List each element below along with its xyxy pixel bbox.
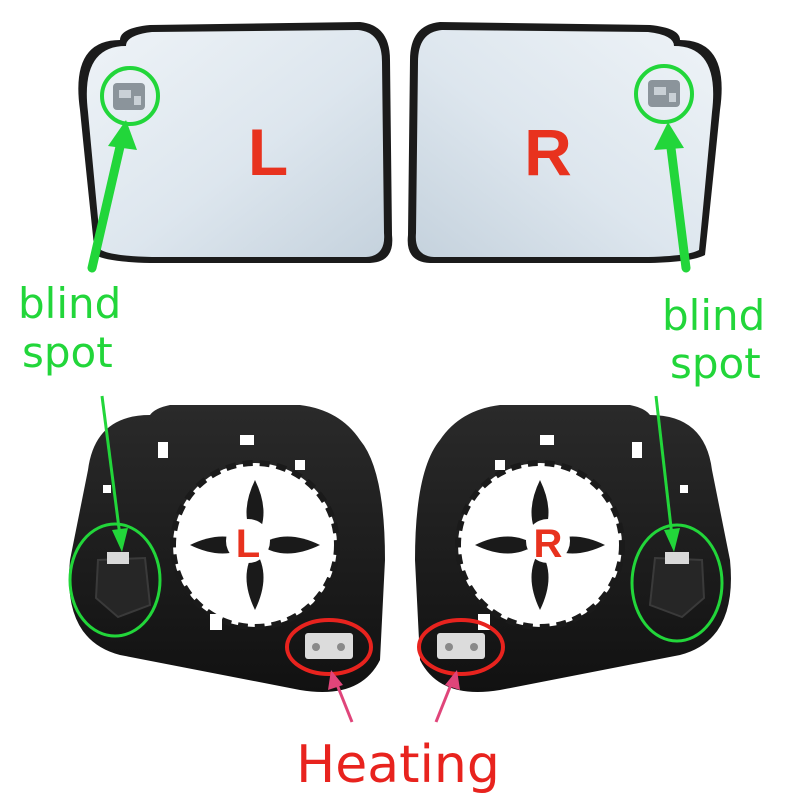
blind-spot-module-highlight [68,522,162,638]
connector-terminal-icon [437,633,485,659]
blind-spot-arrow-left [87,120,137,273]
heating-highlight-right [417,618,505,676]
right-mirror-backplate: R [415,405,731,692]
left-letter: L [248,115,288,189]
blind-spot-label-left-line2: spot [22,328,113,377]
blind-spot-module [94,552,152,619]
blind-spot-module-highlight [630,523,724,643]
right-letter: R [524,115,572,189]
blind-spot-highlight-circle [634,64,694,124]
blind-spot-pointer-right [654,395,674,537]
blind-spot-arrow-right [654,122,691,273]
heating-arrow-left [328,670,354,723]
left-mirror-backplate: L [69,405,385,692]
connector-terminal-icon [305,633,353,659]
car-blind-spot-icon [648,80,680,107]
heating-arrow-right [434,670,460,723]
blind-spot-highlight-circle [100,66,160,126]
car-blind-spot-icon [113,83,145,110]
left-mirror-glass: L [78,22,393,263]
heating-label: Heating [296,735,500,795]
blind-spot-module [648,552,706,619]
heating-highlight-left [285,618,373,676]
blind-spot-pointer-left [100,395,122,537]
blind-spot-label-right-line1: blind [662,291,765,340]
blind-spot-label-left-line1: blind [18,279,121,328]
back-right-letter: R [534,522,563,566]
blind-spot-label-right-line2: spot [670,339,761,388]
back-left-letter: L [236,522,260,566]
